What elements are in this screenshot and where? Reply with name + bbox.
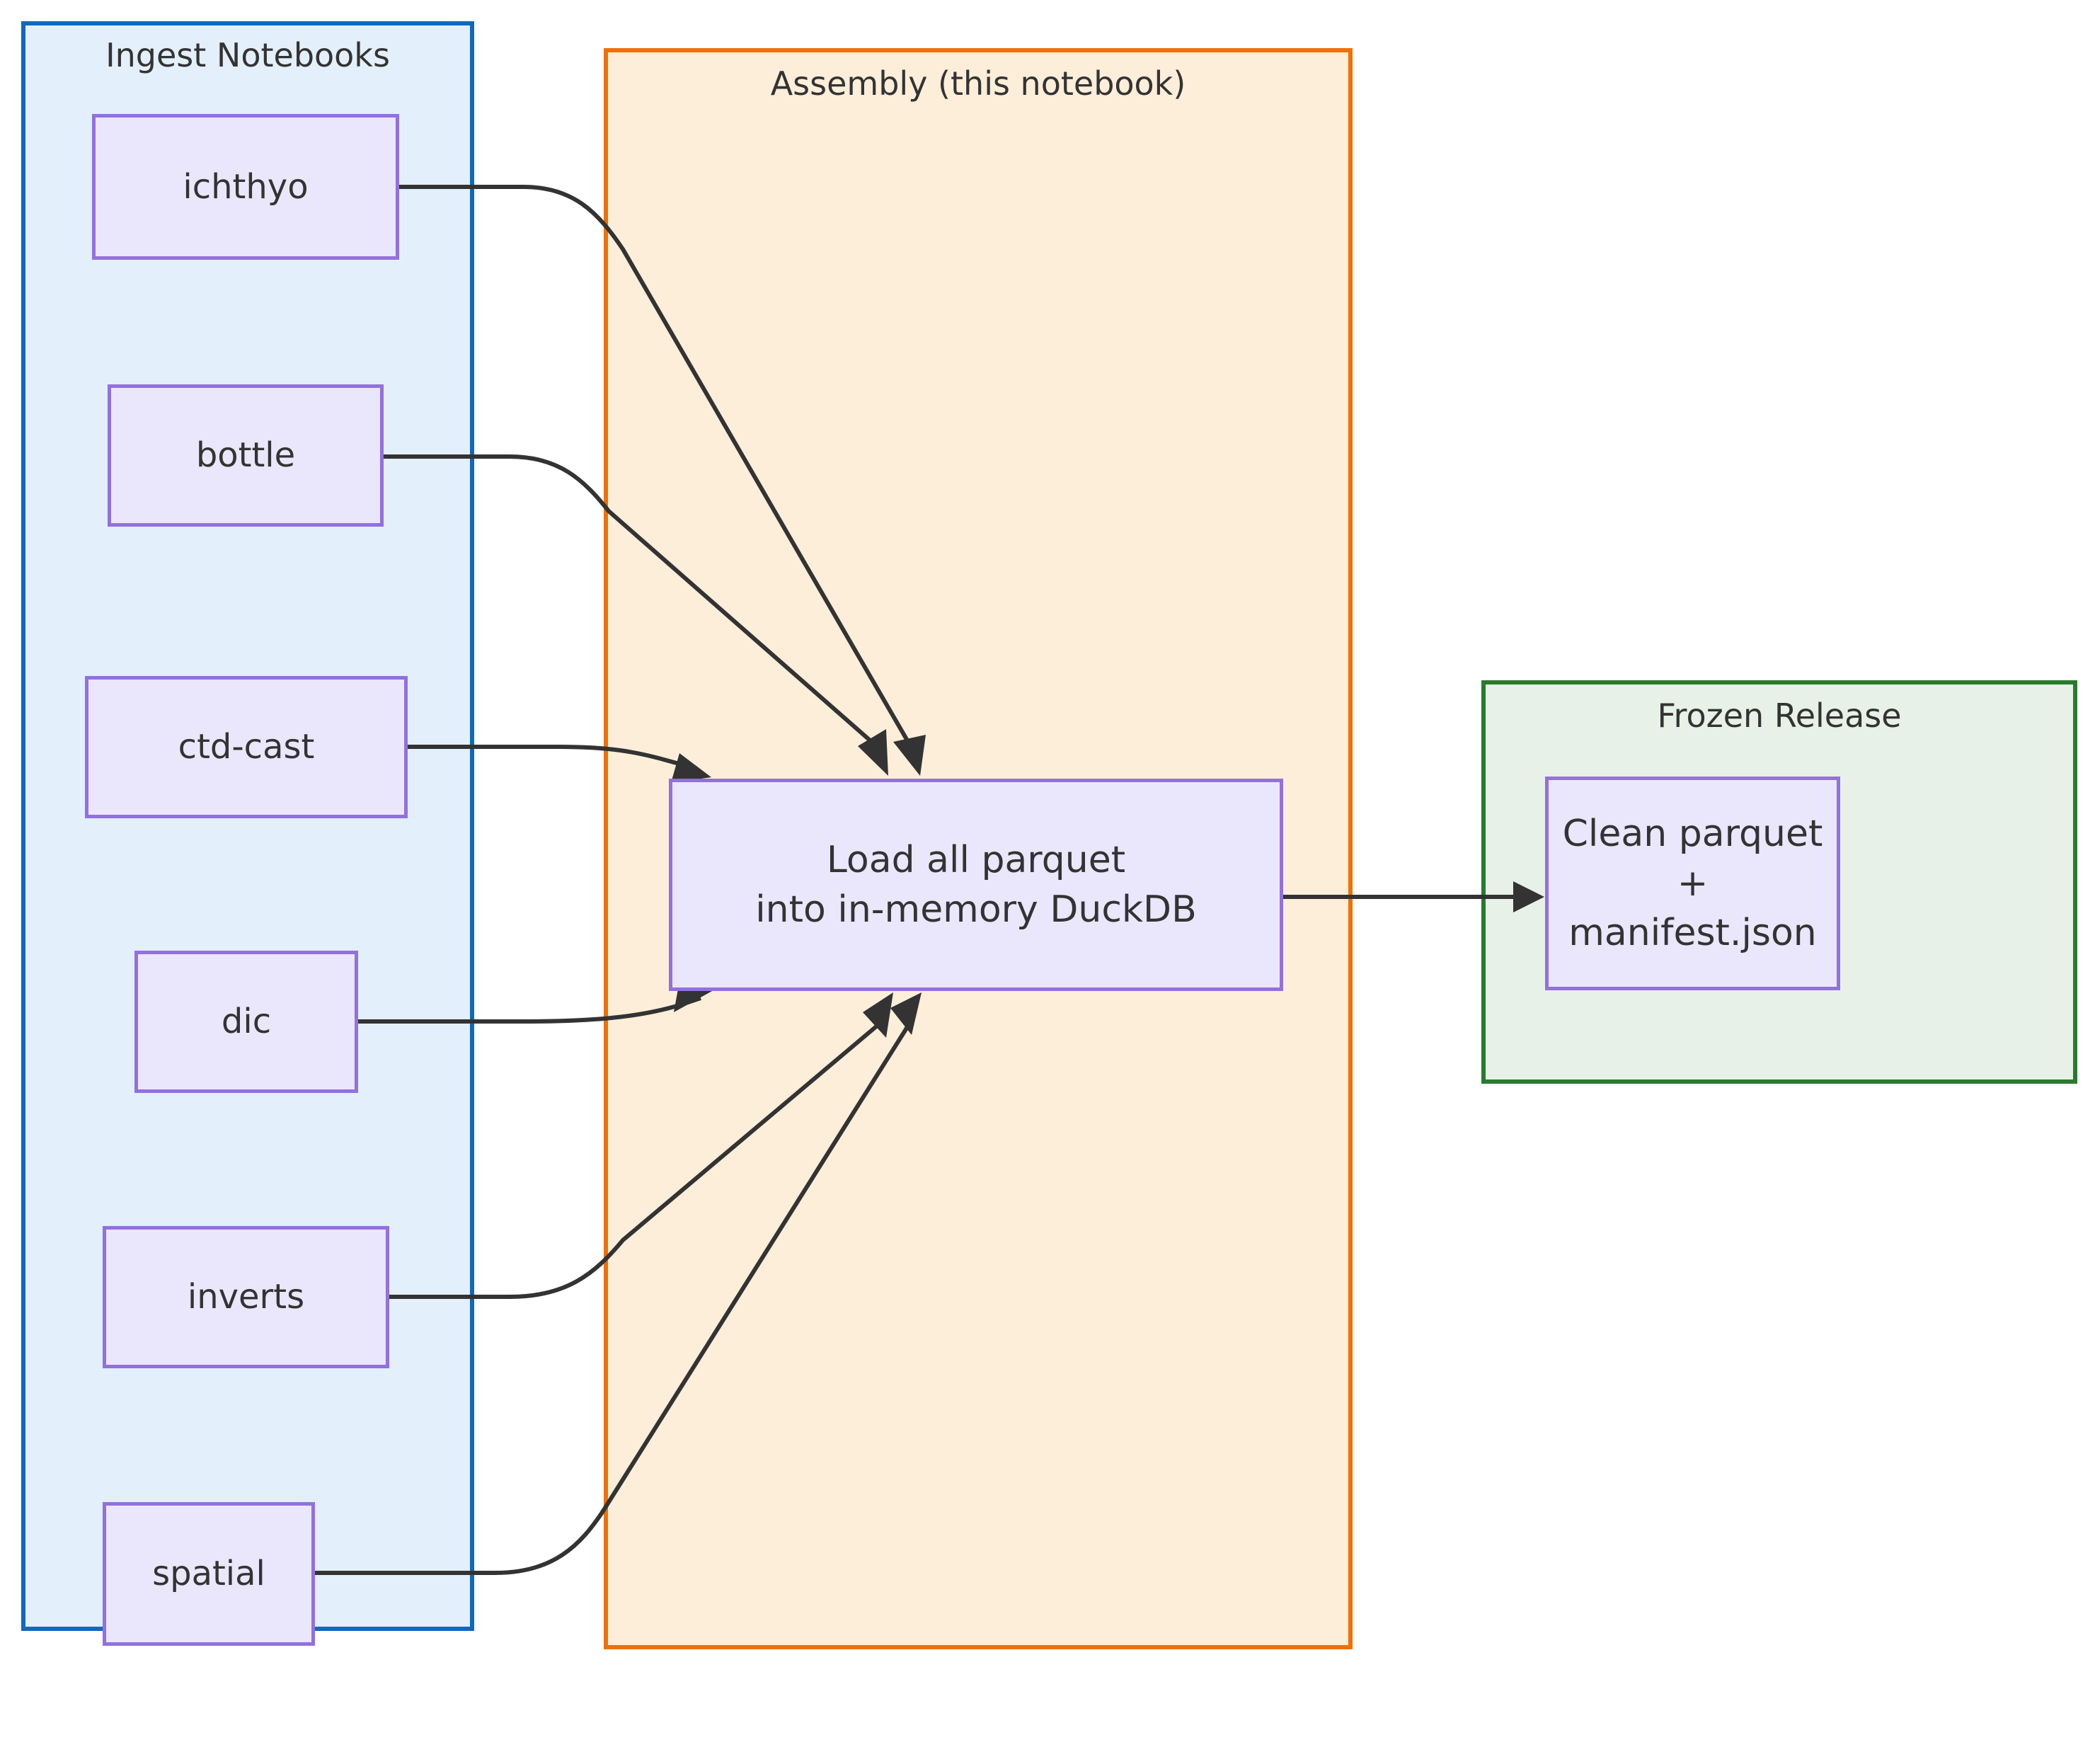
node-bottle-label: bottle [195,435,296,476]
node-load-parquet-duckdb-label: Load all parquet into in-memory DuckDB [755,838,1197,931]
node-ichthyo-label: ichthyo [183,166,309,207]
node-clean-parquet-manifest-label: Clean parquet + manifest.json [1562,812,1823,955]
node-inverts[interactable]: inverts [103,1226,389,1368]
node-clean-parquet-manifest[interactable]: Clean parquet + manifest.json [1545,777,1840,990]
node-ichthyo[interactable]: ichthyo [92,114,399,260]
node-spatial[interactable]: spatial [103,1502,315,1646]
node-load-parquet-duckdb[interactable]: Load all parquet into in-memory DuckDB [669,779,1283,991]
node-ctd-cast[interactable]: ctd-cast [85,676,408,818]
node-dic[interactable]: dic [134,951,358,1093]
cluster-ingest-notebooks: Ingest Notebooks [21,21,474,1631]
node-ctd-cast-label: ctd-cast [178,727,315,767]
cluster-label-ingest-notebooks: Ingest Notebooks [105,36,390,74]
node-bottle[interactable]: bottle [108,384,384,527]
node-spatial-label: spatial [152,1554,265,1594]
cluster-label-assembly: Assembly (this notebook) [770,64,1186,103]
node-dic-label: dic [221,1002,272,1042]
node-inverts-label: inverts [187,1277,305,1317]
cluster-label-frozen-release: Frozen Release [1657,697,1902,735]
